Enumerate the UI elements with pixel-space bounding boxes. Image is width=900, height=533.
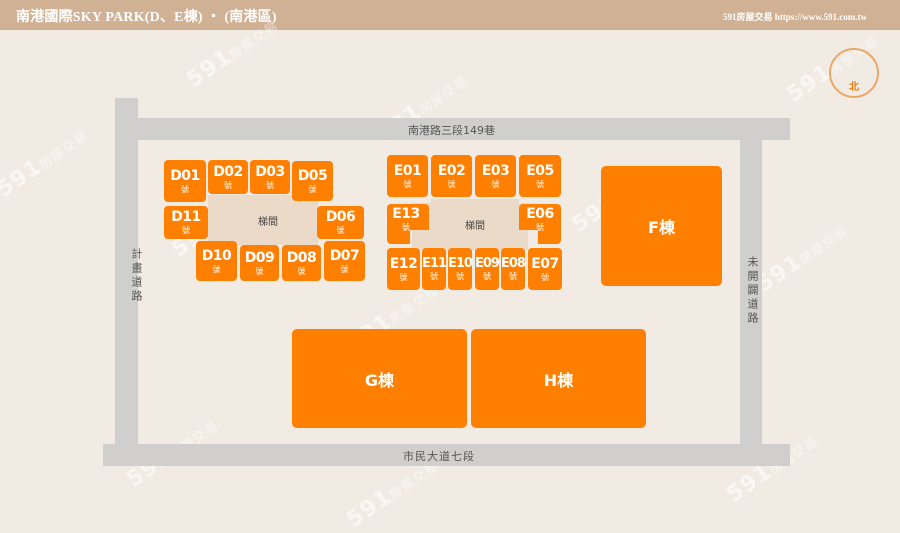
unit-suffix: 號 [536,223,544,232]
unit-suffix: 號 [491,179,500,189]
unit-code: D02 [213,163,243,180]
unit-code: E06 [526,206,554,222]
unit-e08[interactable]: E08 號 [501,248,526,290]
building-f[interactable]: F棟 [601,166,722,286]
unit-e10[interactable]: E10 號 [448,248,473,290]
unit-code: E05 [526,162,554,179]
unit-code: E08 [501,256,526,271]
unit-code: D08 [286,249,317,266]
brand-link[interactable]: 591房屋交易 https://www.591.com.tw [723,12,867,22]
building-f-label: F棟 [648,218,675,237]
unit-e12[interactable]: E12 號 [387,248,420,290]
road-bottom [103,444,790,466]
e-stairwell-core: 梯間 [431,199,519,250]
unit-code: D09 [244,249,275,266]
unit-code: E09 [475,256,500,271]
unit-e11[interactable]: E11 號 [422,248,447,290]
unit-d10[interactable]: D10 號 [196,241,237,281]
north-label: 北 [849,82,859,93]
road-label-right: 未開闢道路 [746,256,759,326]
unit-d11[interactable]: D11 號 [164,206,208,239]
stairwell-label: 梯間 [258,216,278,228]
unit-e01[interactable]: E01 號 [387,155,428,197]
road-label-left: 計畫道路 [130,248,143,304]
road-left [115,98,138,448]
unit-code: D03 [255,163,285,180]
unit-suffix: 號 [181,184,189,194]
unit-code: D10 [201,247,232,264]
building-h[interactable]: H棟 [471,329,646,428]
unit-d07[interactable]: D07 號 [324,241,365,281]
watermark: 591房屋交易 [722,433,822,508]
header-bar: 南港國際SKY PARK(D、E棟) ・ (南港區) 591房屋交易 https… [0,0,900,30]
unit-code: E13 [392,206,420,222]
unit-suffix: 號 [456,272,464,281]
stairwell-label: 梯間 [465,221,485,232]
unit-suffix: 號 [430,272,438,281]
building-g[interactable]: G棟 [292,329,467,428]
d-stairwell: 梯間 [208,195,318,245]
unit-code: D11 [171,209,201,225]
unit-code: E03 [481,162,510,179]
unit-code: E02 [437,162,466,179]
unit-e05[interactable]: E05 號 [519,155,561,197]
unit-suffix: 號 [182,226,190,235]
unit-suffix: 號 [541,272,549,282]
unit-code: E07 [531,255,559,272]
watermark: 591房屋交易 [752,223,852,298]
page-title: 南港國際SKY PARK(D、E棟) ・ (南港區) [16,10,277,25]
unit-suffix: 號 [402,223,410,232]
unit-e07[interactable]: E07 號 [528,248,562,290]
unit-code: E12 [389,255,418,272]
unit-suffix: 號 [308,184,317,194]
unit-d05[interactable]: D05 號 [292,161,333,201]
road-label-bottom: 市民大道七段 [403,450,475,463]
unit-suffix: 號 [536,179,544,189]
unit-code: D05 [297,167,328,184]
unit-suffix: 號 [336,226,345,235]
unit-code: E10 [448,256,473,271]
watermark: 591房屋交易 [0,128,92,203]
unit-suffix: 號 [266,180,274,190]
building-h-label: H棟 [543,370,574,390]
unit-suffix: 號 [255,266,264,276]
unit-suffix: 號 [483,272,491,281]
unit-code: E11 [422,256,447,271]
unit-code: D07 [329,247,360,264]
compass: 北 [829,48,879,98]
unit-suffix: 號 [399,272,408,282]
unit-suffix: 號 [403,179,412,189]
road-right [740,140,762,448]
unit-d01[interactable]: D01 號 [164,160,206,202]
unit-e09[interactable]: E09 號 [475,248,500,290]
unit-d09[interactable]: D09 號 [240,245,279,281]
unit-suffix: 號 [447,179,456,189]
unit-suffix: 號 [212,264,221,274]
unit-suffix: 號 [224,180,232,190]
unit-d06[interactable]: D06 號 [317,206,364,239]
unit-d02[interactable]: D02 號 [208,160,248,194]
unit-suffix: 號 [340,264,349,274]
unit-suffix: 號 [297,266,306,276]
unit-code: D01 [170,167,200,184]
unit-code: E01 [393,162,422,179]
building-g-label: G棟 [364,370,395,390]
road-label-top: 南港路三段149巷 [408,124,495,137]
unit-d08[interactable]: D08 號 [282,245,321,281]
unit-suffix: 號 [509,272,517,281]
unit-e03[interactable]: E03 號 [475,155,516,197]
unit-e02[interactable]: E02 號 [431,155,472,197]
unit-d03[interactable]: D03 號 [250,160,290,194]
road-top [115,118,790,140]
unit-code: D06 [325,209,356,225]
